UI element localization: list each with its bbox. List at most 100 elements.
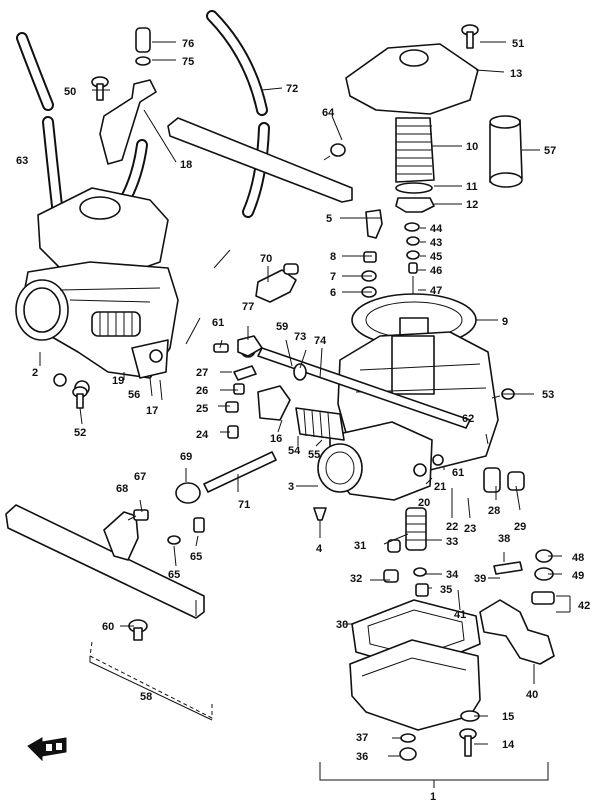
callout-63: 63 <box>16 155 28 167</box>
callout-41: 41 <box>454 609 466 621</box>
float-40 <box>479 599 555 665</box>
screw-64 <box>323 143 346 161</box>
callout-10: 10 <box>466 141 478 153</box>
callout-65b: 65 <box>168 569 180 581</box>
callout-15: 15 <box>502 711 514 723</box>
part-42 <box>531 591 555 605</box>
callout-22: 22 <box>446 521 458 533</box>
part-27 <box>233 365 257 381</box>
right-carburetor <box>317 331 499 501</box>
callout-28: 28 <box>488 505 500 517</box>
washer-65b <box>167 535 181 545</box>
callout-20: 20 <box>418 497 430 509</box>
callout-61: 61 <box>212 317 224 329</box>
callout-76: 76 <box>182 38 194 50</box>
screw-60 <box>128 619 148 641</box>
screw-67 <box>133 509 149 521</box>
screw-36 <box>399 747 417 761</box>
callout-18: 18 <box>180 159 192 171</box>
callout-35: 35 <box>440 584 452 596</box>
screw-50 <box>91 76 109 101</box>
callout-24: 24 <box>196 429 209 441</box>
washer-37 <box>400 733 416 743</box>
callout-25: 25 <box>196 403 208 415</box>
part-26 <box>233 383 245 395</box>
callout-30: 30 <box>336 619 348 631</box>
callout-44: 44 <box>430 223 443 235</box>
washer-11 <box>395 182 433 194</box>
link-16 <box>257 385 291 421</box>
callout-8: 8 <box>330 251 336 263</box>
callout-60: 60 <box>102 621 114 633</box>
callout-6: 6 <box>330 287 336 299</box>
callout-36: 36 <box>356 751 368 763</box>
callout-40: 40 <box>526 689 538 701</box>
small-parts-43-47 <box>404 222 420 330</box>
callout-49: 49 <box>572 570 584 582</box>
callout-54: 54 <box>288 445 301 457</box>
left-carburetor <box>15 187 179 396</box>
rail-bar <box>167 117 353 203</box>
joint-70 <box>255 263 299 303</box>
part-32 <box>383 569 399 583</box>
callout-65: 65 <box>190 551 202 563</box>
callout-50: 50 <box>64 86 76 98</box>
callout-71: 71 <box>238 499 250 511</box>
screw-51 <box>461 24 479 49</box>
callout-27: 27 <box>196 367 208 379</box>
callout-68: 68 <box>116 483 128 495</box>
callout-55: 55 <box>308 449 320 461</box>
callout-34: 34 <box>446 569 459 581</box>
callout-70: 70 <box>260 253 272 265</box>
part-35 <box>415 583 429 597</box>
callout-12: 12 <box>466 199 478 211</box>
callout-61b: 61 <box>452 467 464 479</box>
callout-56: 56 <box>128 389 140 401</box>
callout-39: 39 <box>474 573 486 585</box>
callout-5: 5 <box>326 213 332 225</box>
fwd-arrow-icon <box>27 737 67 762</box>
callout-67: 67 <box>134 471 146 483</box>
callout-74: 74 <box>314 335 327 347</box>
callout-32: 32 <box>350 573 362 585</box>
callout-43: 43 <box>430 237 442 249</box>
assembly-line <box>89 641 213 719</box>
callout-17: 17 <box>146 405 158 417</box>
callout-37: 37 <box>356 732 368 744</box>
callout-labels: 76 75 50 72 51 13 64 10 57 63 18 11 12 5… <box>16 38 590 803</box>
part-69 <box>175 482 201 504</box>
callout-11: 11 <box>466 181 478 193</box>
spring-55 <box>295 407 345 441</box>
assembly-bracket-58 <box>89 656 213 721</box>
callout-59: 59 <box>276 321 288 333</box>
callout-77: 77 <box>242 301 254 313</box>
part-28 <box>483 467 501 493</box>
shaft-74 <box>257 347 471 429</box>
callout-31: 31 <box>354 540 366 552</box>
spring-10 <box>395 117 435 183</box>
callout-16: 16 <box>270 433 282 445</box>
lever-68 <box>103 511 139 561</box>
hose-72 <box>206 10 270 218</box>
rod-71 <box>203 451 277 493</box>
part-77 <box>237 335 263 357</box>
callout-26: 26 <box>196 385 208 397</box>
callout-57: 57 <box>544 145 556 157</box>
retainer-12 <box>395 197 435 213</box>
screw-14 <box>459 728 477 757</box>
callout-47: 47 <box>430 285 442 297</box>
float-lever-38 <box>493 561 523 575</box>
callout-21: 21 <box>434 481 446 493</box>
callout-1: 1 <box>430 791 436 803</box>
callout-45: 45 <box>430 251 442 263</box>
callout-62: 62 <box>462 413 474 425</box>
callout-75: 75 <box>182 56 194 68</box>
bracket-58 <box>5 504 205 619</box>
callout-19: 19 <box>112 375 124 387</box>
top-cap-13 <box>345 43 479 115</box>
callout-29: 29 <box>514 521 526 533</box>
callout-48: 48 <box>572 552 584 564</box>
part-29 <box>507 471 525 491</box>
callout-4: 4 <box>316 543 323 555</box>
callout-52: 52 <box>74 427 86 439</box>
